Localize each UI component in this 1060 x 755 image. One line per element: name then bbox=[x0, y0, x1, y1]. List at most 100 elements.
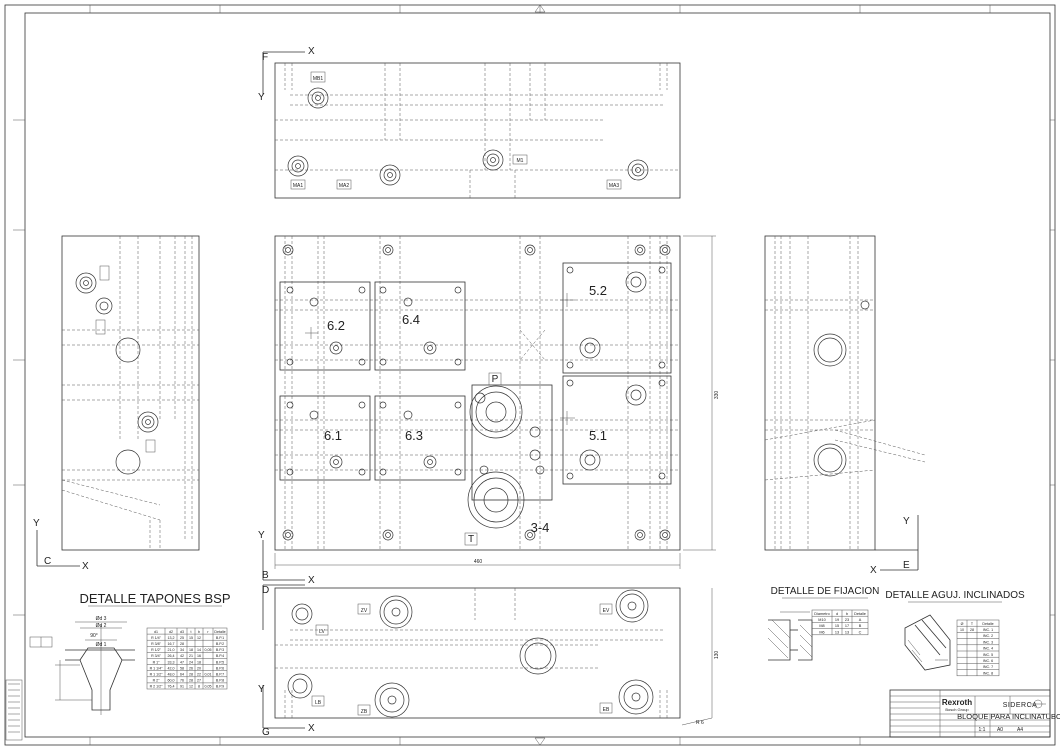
fix-table-cell: 23 bbox=[845, 618, 849, 622]
brand-subtitle: Bosch Group bbox=[945, 707, 969, 712]
top-view-y-axis: Y bbox=[258, 92, 265, 103]
bsp-table-cell: 42,0 bbox=[168, 666, 175, 670]
drawing-title: BLOQUE PARA INCLINATUBOS bbox=[957, 712, 1060, 721]
top-view-x-axis: X bbox=[308, 46, 315, 57]
bsp-table-cell: 58 bbox=[180, 666, 184, 670]
bsp-table-cell: 0,01 bbox=[205, 672, 212, 676]
bsp-table-header-cell: d1 bbox=[154, 630, 158, 634]
incl-table-cell: INC. 1 bbox=[983, 628, 993, 632]
port-label-zb: ZB bbox=[361, 709, 368, 715]
bsp-table-cell: 18 bbox=[189, 648, 193, 652]
view-letter-f: F bbox=[262, 52, 268, 63]
main-view-x-axis: X bbox=[308, 575, 315, 586]
fix-table-cell: B bbox=[859, 624, 862, 628]
bsp-table-cell: 24 bbox=[189, 660, 193, 664]
bsp-table-cell: 76 bbox=[180, 679, 184, 683]
left-view-x-axis: X bbox=[82, 561, 89, 572]
main-width-dimension: 460 bbox=[474, 559, 483, 565]
bsp-table-cell: 64 bbox=[180, 672, 184, 676]
fix-table-cell: 13 bbox=[835, 630, 839, 634]
bsp-table-cell: 22 bbox=[197, 672, 201, 676]
bsp-table-cell: 16 bbox=[197, 654, 201, 658]
bsp-table-cell: B.P.6 bbox=[216, 666, 224, 670]
station-6-4: 6.4 bbox=[402, 312, 420, 327]
fix-table-cell: 13 bbox=[845, 630, 849, 634]
incl-table-frame bbox=[956, 619, 1000, 677]
bsp-table-cell: B.P.8 bbox=[216, 679, 224, 683]
port-label-ev: EV bbox=[603, 608, 610, 614]
bsp-table-cell: R 1/2" bbox=[151, 648, 162, 652]
bsp-dim-d3: Ød 3 bbox=[96, 616, 107, 622]
bsp-table-cell: R 1 1/4" bbox=[150, 666, 164, 670]
bsp-dim-d2: Ød 2 bbox=[96, 623, 107, 629]
view-letter-c: C bbox=[44, 556, 51, 567]
incl-table-header-cell: Detalle bbox=[982, 622, 993, 626]
station-5-1: 5.1 bbox=[589, 428, 607, 443]
bsp-table-cell: 12 bbox=[189, 685, 193, 689]
drawing-scale: 1:1 bbox=[979, 727, 986, 733]
fix-table-cell: 15 bbox=[835, 624, 839, 628]
bsp-table-cell: R 2 1/2" bbox=[150, 685, 164, 689]
fix-table-cell: 17 bbox=[845, 624, 849, 628]
port-label-ma1: MA1 bbox=[293, 183, 304, 189]
bsp-table-cell: 33,3 bbox=[168, 660, 175, 664]
main-height-dimension: 330 bbox=[714, 391, 720, 400]
bsp-table-cell: 20 bbox=[197, 666, 201, 670]
incl-table-header-cell: Ø bbox=[961, 622, 964, 626]
bsp-table-header-cell: r bbox=[207, 630, 209, 634]
bsp-table-cell: 26 bbox=[189, 666, 193, 670]
bsp-table-cell: B.P.5 bbox=[216, 660, 224, 664]
bsp-detail-title: DETALLE TAPONES BSP bbox=[80, 591, 231, 606]
port-t-label: T bbox=[468, 534, 474, 545]
detail-bsp-plugs: DETALLE TAPONES BSP Ød 3 Ød 2 90° Ød 1 d… bbox=[29, 591, 231, 715]
fix-table-header-cell: b bbox=[846, 612, 848, 616]
bsp-table-cell: 28 bbox=[180, 642, 184, 646]
bsp-table-cell: 21 bbox=[189, 654, 193, 658]
port-label-mb1: MB1 bbox=[313, 76, 324, 82]
left-view-y-axis: Y bbox=[33, 518, 40, 529]
bsp-table-cell: B.P.4 bbox=[216, 654, 224, 658]
bsp-table-cell: 12 bbox=[197, 636, 201, 640]
bsp-table-cell: R 2" bbox=[153, 679, 161, 683]
station-6-1: 6.1 bbox=[324, 428, 342, 443]
bsp-table-cell: 28 bbox=[189, 679, 193, 683]
bsp-table-cell: 42 bbox=[180, 654, 184, 658]
incl-table-cell: INC. 4 bbox=[983, 647, 993, 651]
fix-table-cell: A bbox=[859, 618, 862, 622]
bsp-table-cell: R 3/4" bbox=[151, 654, 162, 658]
fix-table-header-cell: Diametro bbox=[814, 612, 829, 616]
bsp-table-cell: 18 bbox=[197, 660, 201, 664]
bsp-table-cell: R 1" bbox=[153, 660, 161, 664]
bottom-view-x-axis: X bbox=[308, 723, 315, 734]
bottom-scale-note: R 6 bbox=[696, 720, 704, 726]
brand-logo-text: Rexroth bbox=[942, 698, 972, 707]
incl-table-cell: INC. 5 bbox=[983, 653, 993, 657]
bsp-table-cell: B.P.9 bbox=[216, 685, 224, 689]
bsp-table-header-cell: Detalle bbox=[214, 630, 225, 634]
main-view: 6.2 6.4 5.2 6.1 6.3 5.1 3-4 P T 460 330 … bbox=[258, 235, 720, 586]
bottom-height-dimension: 130 bbox=[714, 651, 720, 660]
bsp-table-header-cell: t bbox=[191, 630, 192, 634]
bsp-table-cell: 0,05 bbox=[205, 685, 212, 689]
bsp-table-cell: 15 bbox=[189, 636, 193, 640]
bsp-table-cell: 21,0 bbox=[168, 648, 175, 652]
view-letter-d: D bbox=[262, 585, 269, 596]
top-view: MB1 MA1 MA2 M1 MA3 X Y F bbox=[258, 46, 681, 199]
port-label-zv: ZV bbox=[361, 608, 368, 614]
fixing-detail-title: DETALLE DE FIJACION bbox=[771, 586, 880, 597]
bsp-table-cell: 76,4 bbox=[168, 685, 175, 689]
fix-table-header-cell: Detalle bbox=[854, 612, 866, 616]
port-label-m1: M1 bbox=[517, 158, 524, 164]
bsp-table-cell: 14 bbox=[197, 648, 201, 652]
bottom-view-y-axis: Y bbox=[258, 684, 265, 695]
right-view-x-axis: X bbox=[870, 565, 877, 576]
bsp-table-header-cell: d2 bbox=[169, 630, 173, 634]
client-name: SIDERCA bbox=[1003, 702, 1038, 709]
bsp-table-cell: R 1/4" bbox=[151, 636, 162, 640]
title-block: Rexroth Bosch Group SIDERCA BLOQUE PARA … bbox=[889, 689, 1060, 738]
